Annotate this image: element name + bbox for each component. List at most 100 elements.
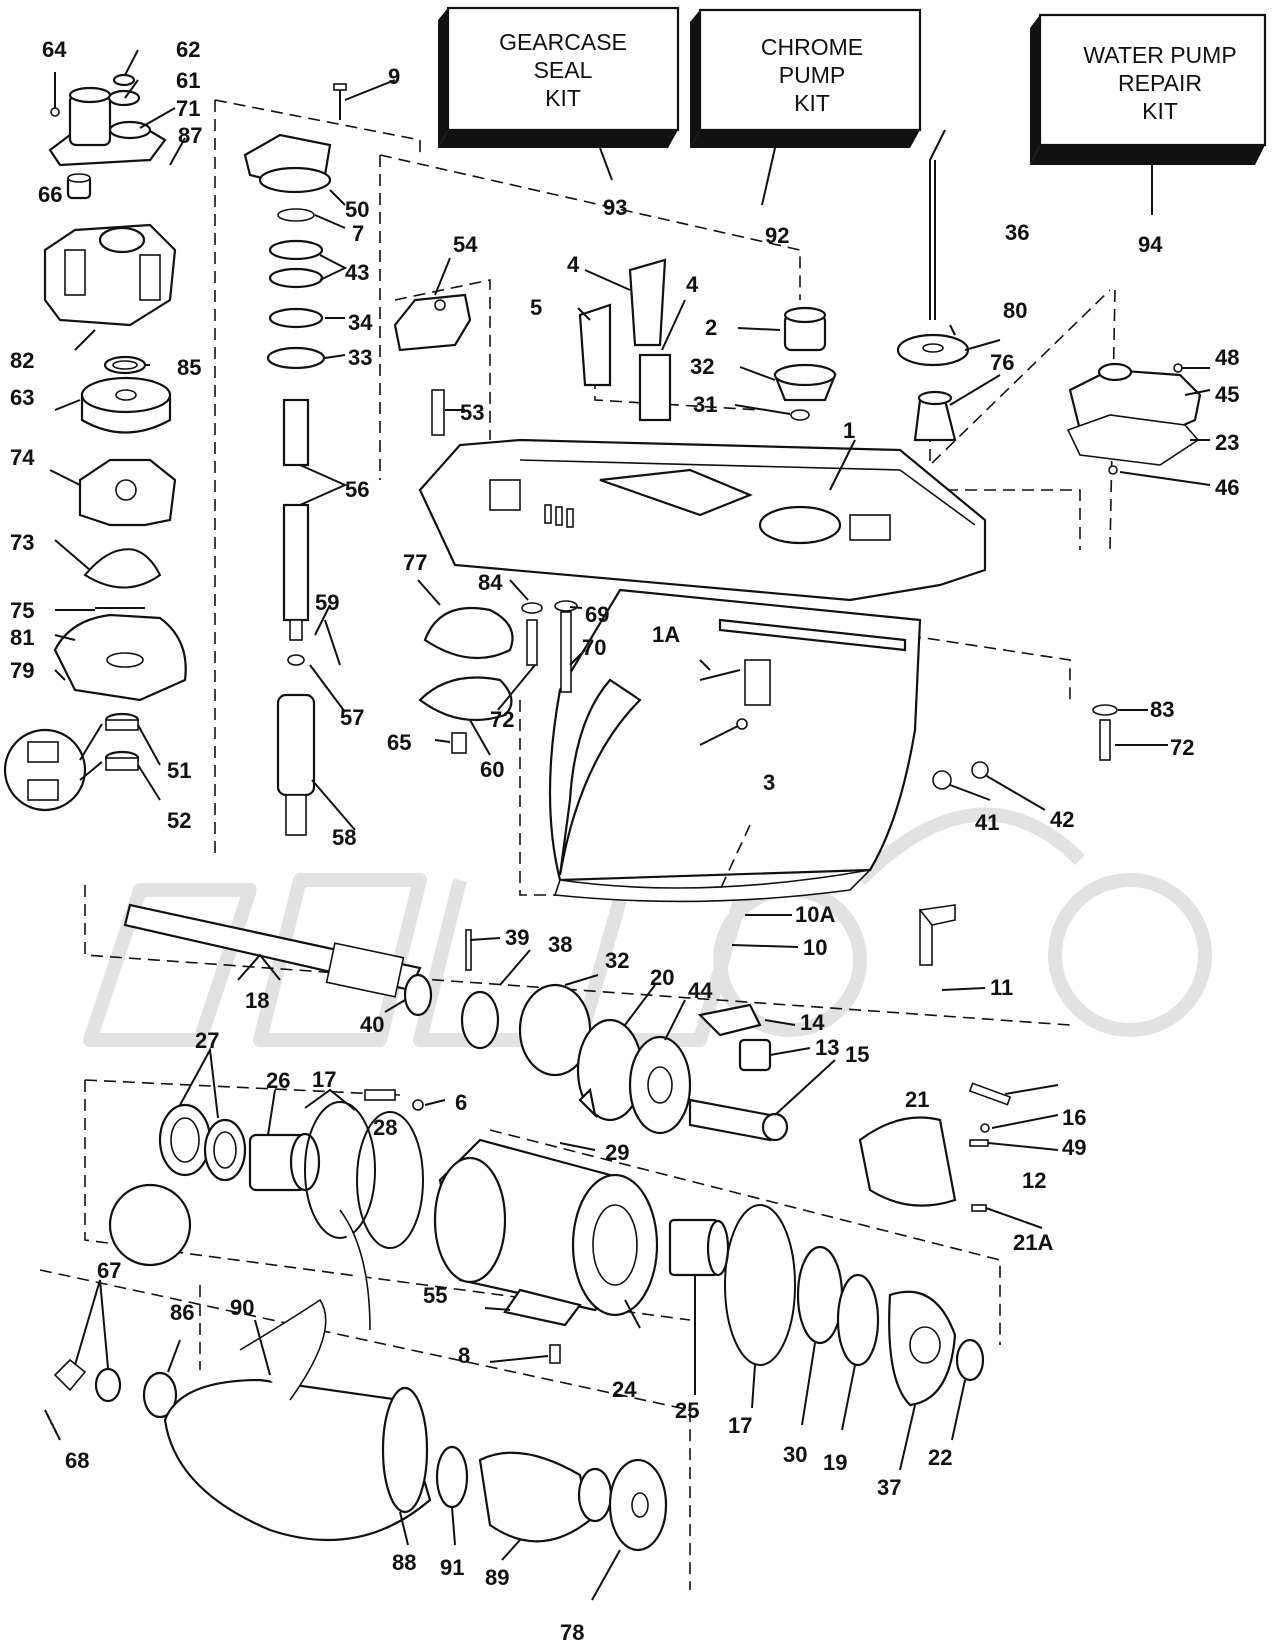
propeller-assembly <box>44 1209 668 1552</box>
callout-15: 15 <box>845 1042 869 1067</box>
callout-66: 66 <box>38 182 62 207</box>
callout-31: 31 <box>693 392 717 417</box>
callout-76: 76 <box>990 350 1014 375</box>
kit-92-line-3: KIT <box>794 90 830 116</box>
kit-93-line-2: SEAL <box>534 57 593 83</box>
water-intake-screens <box>578 258 672 422</box>
callout-78: 78 <box>560 1620 584 1645</box>
callout-87: 87 <box>178 123 202 148</box>
callout-62: 62 <box>176 37 200 62</box>
callout-17-right: 17 <box>728 1413 752 1438</box>
water-pump-plate-right <box>1066 362 1210 475</box>
callout-12: 12 <box>1022 1168 1046 1193</box>
callout-5: 5 <box>530 295 542 320</box>
impeller-and-plate <box>53 376 187 702</box>
callout-42: 42 <box>1050 807 1074 832</box>
callout-4-left: 4 <box>567 252 580 277</box>
callout-1A: 1A <box>652 622 680 647</box>
callout-91: 91 <box>440 1555 464 1580</box>
callout-67: 67 <box>97 1258 121 1283</box>
callout-leader-lines <box>49 49 1211 1601</box>
callout-49: 49 <box>1062 1135 1086 1160</box>
callout-10: 10 <box>803 935 827 960</box>
kit-92-line-1: CHROME <box>761 34 863 60</box>
callout-25: 25 <box>675 1398 699 1423</box>
callout-74: 74 <box>10 445 35 470</box>
callout-32-drive: 32 <box>605 948 629 973</box>
callout-68: 68 <box>65 1448 89 1473</box>
callout-9: 9 <box>388 64 400 89</box>
callout-14: 14 <box>800 1010 825 1035</box>
anode-block <box>393 293 472 436</box>
kit-94-line-2: REPAIR <box>1118 70 1202 96</box>
callout-17-left: 17 <box>312 1067 336 1092</box>
kit-92-line-2: PUMP <box>779 62 845 88</box>
callout-81: 81 <box>10 625 34 650</box>
driveshaft-assembly <box>243 83 347 836</box>
kit-box-gearcase-seal: GEARCASE SEAL KIT <box>438 6 680 148</box>
impeller-housing <box>43 173 177 375</box>
callout-53: 53 <box>460 400 484 425</box>
callout-94: 94 <box>1138 232 1163 257</box>
callout-89: 89 <box>485 1565 509 1590</box>
callout-11: 11 <box>990 975 1013 1000</box>
callout-22: 22 <box>928 1445 952 1470</box>
callout-79: 79 <box>10 658 34 683</box>
callout-61: 61 <box>176 68 200 93</box>
callout-28: 28 <box>373 1115 397 1140</box>
callout-52: 52 <box>167 808 191 833</box>
callout-7: 7 <box>352 221 364 246</box>
callout-71: 71 <box>176 96 200 121</box>
callout-38: 38 <box>548 932 572 957</box>
callout-85: 85 <box>177 355 201 380</box>
callout-46: 46 <box>1215 475 1239 500</box>
pinion-bearing-and-gear <box>773 306 837 421</box>
callout-82: 82 <box>10 348 34 373</box>
kit-94-line-3: KIT <box>1142 98 1178 124</box>
propeller-shaft <box>123 903 956 1142</box>
bolts-and-washers-center <box>418 600 1118 790</box>
kit-box-chrome-pump: CHROME PUMP KIT <box>690 8 922 148</box>
callout-54: 54 <box>453 232 478 257</box>
callout-30: 30 <box>783 1442 807 1467</box>
callout-21A: 21A <box>1013 1230 1053 1255</box>
callout-numbers: 64 62 61 71 87 9 66 50 7 43 34 33 82 85 … <box>10 37 1239 1645</box>
callout-59: 59 <box>315 590 339 615</box>
callout-56: 56 <box>345 477 369 502</box>
callout-19: 19 <box>823 1450 847 1475</box>
callout-83: 83 <box>1150 697 1174 722</box>
callout-58: 58 <box>332 825 356 850</box>
callout-3: 3 <box>763 770 775 795</box>
callout-43: 43 <box>345 260 369 285</box>
callout-24: 24 <box>612 1377 637 1402</box>
seal-detail-inset <box>3 712 140 812</box>
callout-57: 57 <box>340 705 364 730</box>
callout-40: 40 <box>360 1012 384 1037</box>
water-pump-housing-upper <box>48 72 167 167</box>
callout-80: 80 <box>1003 298 1027 323</box>
callout-70: 70 <box>582 635 606 660</box>
callout-18: 18 <box>245 988 269 1013</box>
callout-73: 73 <box>10 530 34 555</box>
callout-92: 92 <box>765 223 789 248</box>
callout-20: 20 <box>650 965 674 990</box>
callout-55: 55 <box>423 1283 447 1308</box>
callout-51: 51 <box>167 758 191 783</box>
kit-94-line-1: WATER PUMP <box>1083 42 1236 68</box>
callout-10A: 10A <box>795 902 835 927</box>
callout-27: 27 <box>195 1028 219 1053</box>
callout-21: 21 <box>905 1087 929 1112</box>
callout-37: 37 <box>877 1475 901 1500</box>
callout-72-right: 72 <box>1170 735 1194 760</box>
callout-84: 84 <box>478 570 503 595</box>
kit-93-line-3: KIT <box>545 85 581 111</box>
callout-44: 44 <box>688 978 713 1003</box>
callout-29: 29 <box>605 1140 629 1165</box>
dashed-grouping-lines <box>39 99 1116 1590</box>
callout-45: 45 <box>1215 382 1239 407</box>
callout-64: 64 <box>42 37 67 62</box>
callout-4-right: 4 <box>686 272 699 297</box>
callout-69: 69 <box>585 602 609 627</box>
